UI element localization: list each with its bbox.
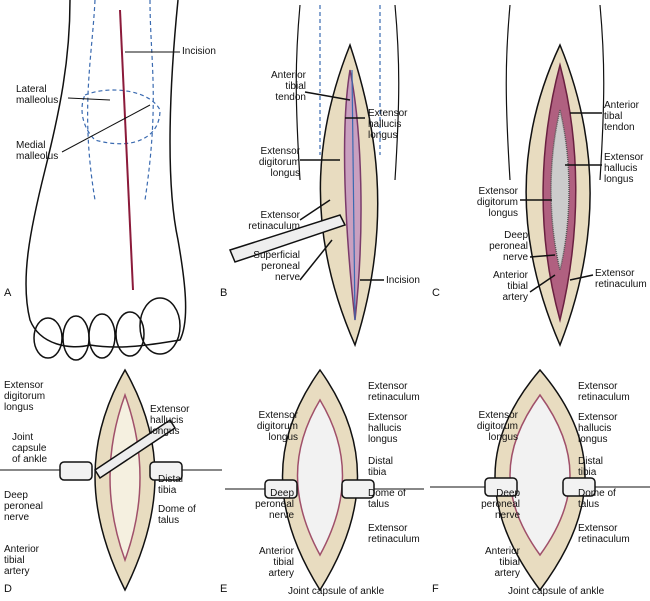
label-extensor-hallucis-longus: Extensor hallucis longus: [368, 108, 408, 141]
panel-label-a: A: [4, 287, 12, 299]
label-extensor-hallucis-longus-c: Extensor hallucis longus: [604, 152, 644, 185]
panel-c-illustration: [505, 4, 605, 347]
label-anterior-tibal-tendon: Anterior tibal tendon: [604, 100, 640, 133]
label-distal-tibia-e: Distal tibia: [368, 456, 394, 478]
panel-label-b: B: [220, 287, 228, 299]
label-extensor-hallucis-longus-f: Extensor hallucis longus: [578, 412, 618, 445]
label-deep-peroneal-nerve-f: Deep peroneal nerve: [481, 488, 520, 521]
label-medial-malleolus: Medial malleolus: [16, 140, 59, 162]
label-extensor-hallucis-longus-d: Extensor hallucis longus: [150, 404, 190, 437]
panel-label-d: D: [4, 583, 12, 595]
label-extensor-digitorum-longus-d: Extensor digitorum longus: [4, 380, 46, 413]
label-extensor-hallucis-longus-e: Extensor hallucis longus: [368, 412, 408, 445]
label-extensor-retinaculum: Extensor retinaculum: [248, 210, 300, 232]
label-extensor-digitorum-longus-e: Extensor digitorum longus: [256, 410, 298, 443]
label-superficial-peroneal-nerve: Superficial peroneal nerve: [253, 250, 300, 283]
label-extensor-retinaculum-top-f: Extensor retinaculum: [578, 381, 630, 403]
label-dome-of-talus-f: Dome of talus: [578, 488, 616, 510]
label-deep-peroneal-nerve-d: Deep peroneal nerve: [4, 490, 43, 523]
panel-b-illustration: [228, 4, 400, 348]
label-anterior-tibial-artery-d: Anterior tibial artery: [4, 544, 40, 577]
label-deep-peroneal-nerve-e: Deep peroneal nerve: [255, 488, 294, 521]
label-incision-b: Incision: [386, 275, 420, 286]
label-extensor-digitorum-longus: Extensor digitorum longus: [258, 146, 300, 179]
label-anterior-tibial-artery-f: Anterior tibial artery: [484, 546, 520, 579]
label-joint-capsule-d: Joint capsule of ankle: [12, 432, 48, 465]
foot-illustration: [25, 0, 187, 361]
label-extensor-retinaculum-c: Extensor retinaculum: [595, 268, 647, 290]
label-dome-of-talus-e: Dome of talus: [368, 488, 406, 510]
label-anterior-tibial-artery-e: Anterior tibial artery: [258, 546, 294, 579]
label-distal-tibia-d: Distal tibia: [158, 474, 184, 496]
label-incision: Incision: [182, 46, 216, 57]
panel-label-f: F: [432, 583, 439, 595]
label-extensor-retinaculum-bottom-e: Extensor retinaculum: [368, 523, 420, 545]
label-extensor-retinaculum-bottom-f: Extensor retinaculum: [578, 523, 630, 545]
label-distal-tibia-f: Distal tibia: [578, 456, 604, 478]
label-deep-peroneal-nerve-c: Deep peroneal nerve: [489, 230, 528, 263]
label-anterior-tibial-tendon: Anterior tibial tendon: [270, 70, 306, 103]
label-joint-capsule-e: Joint capsule of ankle: [288, 586, 385, 597]
panel-label-c: C: [432, 287, 440, 299]
label-anterior-tibial-artery-c: Anterior tibial artery: [492, 270, 528, 303]
label-extensor-digitorum-longus-f: Extensor digitorum longus: [476, 410, 518, 443]
label-dome-of-talus-d: Dome of talus: [158, 504, 196, 526]
label-lateral-malleolus: Lateral malleolus: [16, 84, 59, 106]
label-extensor-digitorum-longus-c: Extensor digitorum longus: [476, 186, 518, 219]
panel-label-e: E: [220, 583, 228, 595]
label-extensor-retinaculum-top-e: Extensor retinaculum: [368, 381, 420, 403]
panels-def-illustration: [0, 368, 650, 592]
label-joint-capsule-f: Joint capsule of ankle: [508, 586, 605, 597]
